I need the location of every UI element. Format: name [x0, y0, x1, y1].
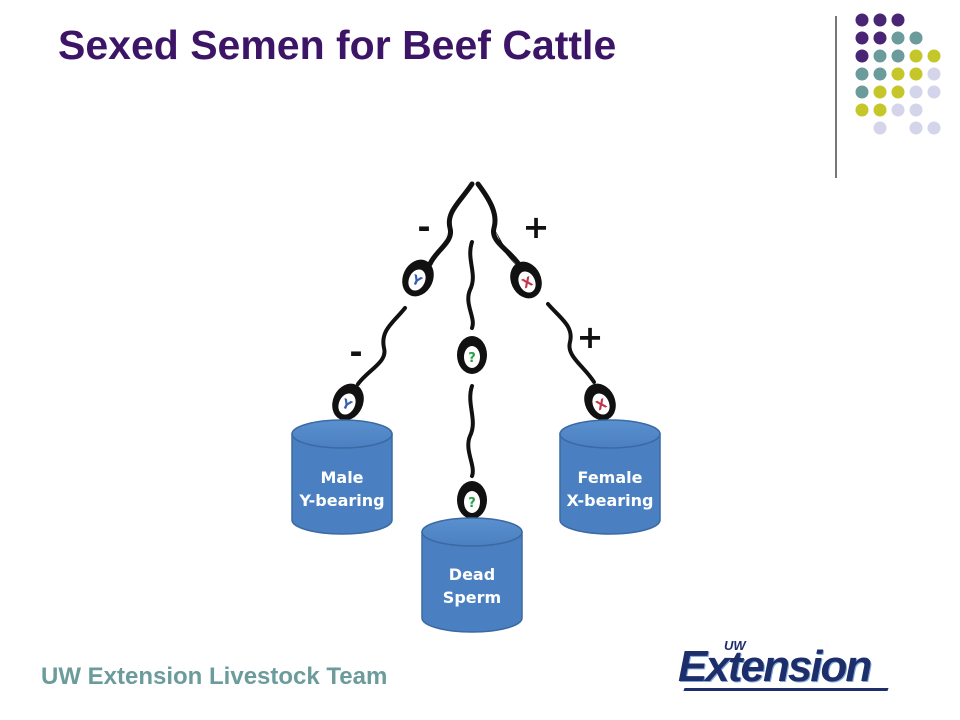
decorative-dot — [855, 31, 869, 45]
decorative-dot — [873, 31, 887, 45]
decorative-dot — [873, 103, 887, 117]
decorative-dot — [855, 67, 869, 81]
decorative-dot — [909, 121, 923, 135]
container-male: Male Y-bearing — [291, 419, 393, 535]
sperm-head-lower-right: X — [584, 383, 616, 421]
decorative-dot-grid — [855, 13, 941, 135]
decorative-dot — [891, 67, 905, 81]
decorative-dot — [873, 85, 887, 99]
container-female: Female X-bearing — [559, 419, 661, 535]
charge-sign-lower-right: + — [577, 318, 604, 356]
charge-sign-lower-left: - — [349, 333, 362, 371]
sperm-tail-right-lower — [546, 302, 596, 384]
sperm-sorting-diagram: Y X ? Y X ? - + - + — [291, 181, 661, 633]
decorative-dot — [927, 49, 941, 63]
sperm-tail-middle-lower — [466, 384, 475, 478]
sperm-tail-left-upper — [427, 181, 475, 267]
slide-title: Sexed Semen for Beef Cattle — [58, 22, 617, 68]
decorative-dot — [855, 85, 869, 99]
container-dead-line1: Dead — [449, 565, 495, 584]
container-male-line1: Male — [320, 468, 363, 487]
unknown-label: ? — [468, 351, 476, 366]
decorative-dot — [891, 49, 905, 63]
container-female-line1: Female — [578, 468, 643, 487]
sperm-head-lower-left: Y — [332, 383, 364, 421]
logo-superscript: UW — [724, 638, 746, 653]
decorative-dot — [927, 85, 941, 99]
container-male-line2: Y-bearing — [298, 491, 384, 510]
sperm-head-upper-right: X — [510, 261, 542, 299]
footer-text: UW Extension Livestock Team — [41, 663, 388, 690]
container-dead: Dead Sperm — [421, 517, 523, 633]
sperm-head-upper-left: Y — [402, 259, 434, 297]
divider-line — [835, 16, 837, 178]
decorative-dot — [873, 121, 887, 135]
decorative-dot — [891, 103, 905, 117]
decorative-dot — [909, 49, 923, 63]
decorative-dot — [891, 31, 905, 45]
sperm-tail-right-upper — [475, 181, 523, 269]
decorative-dot — [891, 13, 905, 27]
decorative-dot — [927, 121, 941, 135]
charge-sign-upper-right: + — [523, 208, 550, 246]
decorative-dot — [873, 13, 887, 27]
logo-wordmark: Extension — [678, 642, 872, 691]
decorative-dot — [909, 103, 923, 117]
sperm-tail-middle-upper — [466, 240, 475, 330]
decorative-dot — [873, 49, 887, 63]
sperm-tail-left-lower — [356, 306, 407, 386]
sperm-head-middle-lower: ? — [457, 481, 487, 519]
sperm-head-middle-upper: ? — [457, 336, 487, 374]
decorative-dot — [891, 85, 905, 99]
uw-extension-logo: UW Extension — [676, 636, 896, 696]
decorative-dot — [927, 67, 941, 81]
decorative-dot — [909, 31, 923, 45]
decorative-dot — [855, 103, 869, 117]
container-female-line2: X-bearing — [567, 491, 654, 510]
logo-underline — [683, 688, 889, 691]
decorative-dot — [855, 49, 869, 63]
decorative-dot — [909, 67, 923, 81]
decorative-dot — [873, 67, 887, 81]
charge-sign-upper-left: - — [417, 208, 430, 246]
container-dead-line2: Sperm — [443, 588, 501, 607]
decorative-dot — [855, 13, 869, 27]
decorative-dot — [909, 85, 923, 99]
unknown-label: ? — [468, 496, 476, 511]
